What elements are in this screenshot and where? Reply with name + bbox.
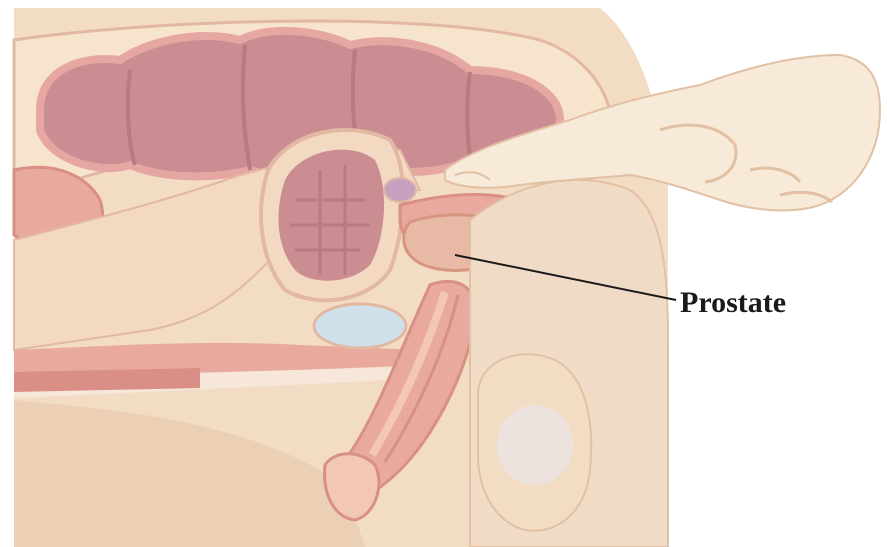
urethra-band	[14, 368, 200, 392]
bladder	[261, 130, 403, 300]
prostate-label: Prostate	[680, 286, 786, 319]
seminal-vesicle	[384, 178, 416, 202]
pubic-bone	[314, 304, 406, 348]
scrotum	[478, 354, 591, 531]
